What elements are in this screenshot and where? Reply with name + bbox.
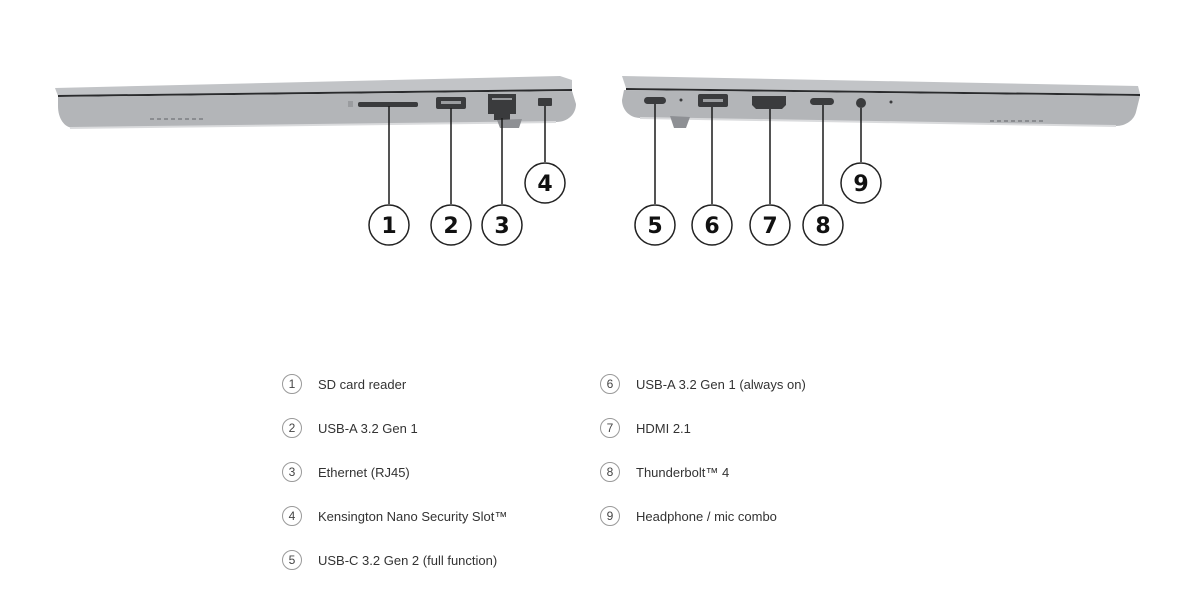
legend-item: 8 Thunderbolt™ 4: [600, 450, 806, 494]
legend-label: USB-A 3.2 Gen 1 (always on): [636, 376, 806, 392]
legend-item: 9 Headphone / mic combo: [600, 494, 806, 538]
callout-4-number: 4: [537, 172, 552, 197]
callout-3-number: 3: [494, 214, 509, 239]
callout-3: 3: [481, 204, 523, 246]
callout-6: 6: [691, 204, 733, 246]
legend-label: Kensington Nano Security Slot™: [318, 508, 508, 524]
laptop-left-side-icon: [55, 76, 576, 129]
callout-7-number: 7: [762, 214, 777, 239]
callout-9-number: 9: [853, 172, 868, 197]
callout-1: 1: [368, 204, 410, 246]
legend-label: SD card reader: [318, 376, 407, 392]
callout-6-number: 6: [704, 214, 719, 239]
legend-item: 7 HDMI 2.1: [600, 406, 806, 450]
laptop-right-side-icon: [622, 76, 1141, 128]
legend-left-column: 1 SD card reader 2 USB-A 3.2 Gen 1 3 Eth…: [282, 362, 507, 582]
leader-lines: [388, 104, 862, 204]
callout-2: 2: [430, 204, 472, 246]
legend-number: 8: [600, 462, 620, 482]
legend-item: 2 USB-A 3.2 Gen 1: [282, 406, 507, 450]
legend-number: 7: [600, 418, 620, 438]
legend-label: USB-A 3.2 Gen 1: [318, 420, 418, 436]
legend-number: 2: [282, 418, 302, 438]
callout-1-number: 1: [381, 214, 396, 239]
legend-item: 6 USB-A 3.2 Gen 1 (always on): [600, 362, 806, 406]
callout-8: 8: [802, 204, 844, 246]
legend-label: Headphone / mic combo: [636, 508, 777, 524]
legend-number: 9: [600, 506, 620, 526]
legend-number: 6: [600, 374, 620, 394]
legend-label: USB-C 3.2 Gen 2 (full function): [318, 552, 498, 568]
legend-label: Ethernet (RJ45): [318, 464, 410, 480]
callout-9: 9: [840, 162, 882, 204]
legend-number: 4: [282, 506, 302, 526]
legend-item: 1 SD card reader: [282, 362, 507, 406]
legend-item: 4 Kensington Nano Security Slot™: [282, 494, 507, 538]
legend-right-column: 6 USB-A 3.2 Gen 1 (always on) 7 HDMI 2.1…: [600, 362, 806, 538]
callout-2-number: 2: [443, 214, 458, 239]
callout-7: 7: [749, 204, 791, 246]
legend-number: 3: [282, 462, 302, 482]
callout-5: 5: [634, 204, 676, 246]
legend-item: 5 USB-C 3.2 Gen 2 (full function): [282, 538, 507, 582]
legend-number: 5: [282, 550, 302, 570]
callout-4: 4: [524, 162, 566, 204]
legend-label: HDMI 2.1: [636, 420, 691, 436]
port-diagram: 1 2 3 4 5 6 7 8 9: [55, 76, 1141, 246]
callout-8-number: 8: [815, 214, 830, 239]
legend-item: 3 Ethernet (RJ45): [282, 450, 507, 494]
legend-number: 1: [282, 374, 302, 394]
callout-5-number: 5: [647, 214, 662, 239]
legend-label: Thunderbolt™ 4: [636, 464, 730, 480]
